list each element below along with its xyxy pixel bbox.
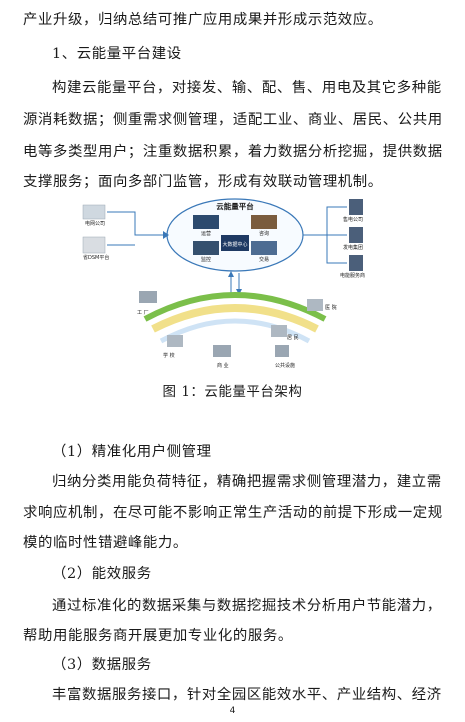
platform-architecture-diagram: 云能量平台 大数据中心 运营 咨询 监控 交易 电网公司 省DSM平台 售电公司…: [82, 198, 365, 369]
paragraph-line: 产业升级，归纳总结可推广应用成果并形成示范效应。: [23, 12, 383, 28]
consumer-label: 商 业: [217, 362, 229, 369]
subsection-heading: （3）数据服务: [52, 657, 152, 673]
figure-caption: 图 1：云能量平台架构: [162, 384, 303, 400]
grid-company-icon: [82, 204, 106, 220]
right-node-label: 发电集团: [343, 244, 363, 251]
arc-band-blue: [159, 318, 311, 344]
connector-arrow: [228, 271, 242, 295]
arc-band-green: [143, 292, 327, 322]
module-label: 运营: [201, 230, 211, 237]
bigdata-tile: [221, 235, 249, 251]
consumer-label: 居 民: [287, 335, 299, 341]
paragraph-line: 帮助用能服务商开展更加专业化的服务。: [23, 628, 293, 644]
paragraph-line: 电等多类型用户；注重数据积累，着力数据分析挖掘，提供数据: [23, 144, 443, 160]
subsection-heading: （1）精准化用户侧管理: [52, 444, 212, 460]
dsm-platform-icon: [82, 236, 106, 254]
left-connector: [107, 211, 167, 246]
public-facility-icon: [275, 345, 289, 357]
module-tile: [251, 215, 277, 229]
page-number: 4: [229, 706, 236, 716]
commerce-icon: [213, 345, 231, 357]
paragraph-line: 丰富数据服务接口，针对全园区能效水平、产业结构、经济: [52, 687, 442, 703]
generation-group-icon: [349, 227, 363, 243]
hospital-icon: [307, 299, 323, 311]
module-tile: [193, 215, 219, 229]
consumer-label: 医 院: [325, 304, 337, 311]
school-icon: [167, 335, 183, 347]
paragraph-line: 模的临时性错避峰能力。: [23, 535, 188, 551]
energy-service-icon: [349, 255, 363, 271]
connector-arrow: [163, 231, 169, 239]
paragraph-line: 求响应机制，在尽可能不影响正常生产活动的前提下形成一定规: [23, 505, 443, 521]
subsection-heading: （2）能效服务: [52, 566, 152, 582]
paragraph-line: 源消耗数据；侧重需求侧管理，适配工业、商业、居民、公共用: [23, 112, 443, 128]
consumer-label: 公共设施: [275, 362, 295, 369]
consumer-label: 学 校: [163, 352, 175, 359]
left-node-label: 省DSM平台: [83, 254, 109, 261]
section-heading: 1、云能量平台建设: [52, 46, 182, 62]
right-node-label: 售电公司: [343, 216, 363, 223]
paragraph-line: 支撑服务；面向多部门监管，形成有效联动管理机制。: [23, 174, 383, 190]
right-connector: [303, 206, 347, 264]
platform-title: 云能量平台: [216, 201, 254, 211]
residence-icon: [271, 325, 287, 337]
module-tile: [193, 241, 219, 255]
module-label: 交易: [259, 256, 269, 263]
paragraph-line: 通过标准化的数据采集与数据挖掘技术分析用户节能潜力，: [52, 598, 442, 614]
arc-band-yellow: [151, 304, 319, 333]
factory-icon: [139, 291, 157, 303]
left-node-label: 电网公司: [85, 220, 105, 227]
center-label: 大数据中心: [222, 241, 247, 248]
consumer-label: 工 厂: [137, 310, 149, 316]
paragraph-line: 构建云能量平台，对接发、输、配、售、用电及其它多种能: [52, 80, 442, 96]
right-node-label: 电能服务商: [340, 272, 365, 279]
module-label: 咨询: [259, 230, 269, 237]
module-label: 监控: [201, 256, 211, 263]
module-tile: [251, 241, 277, 255]
paragraph-line: 归纳分类用能负荷特征，精确把握需求侧管理潜力，建立需: [52, 474, 442, 490]
retail-company-icon: [349, 199, 363, 215]
